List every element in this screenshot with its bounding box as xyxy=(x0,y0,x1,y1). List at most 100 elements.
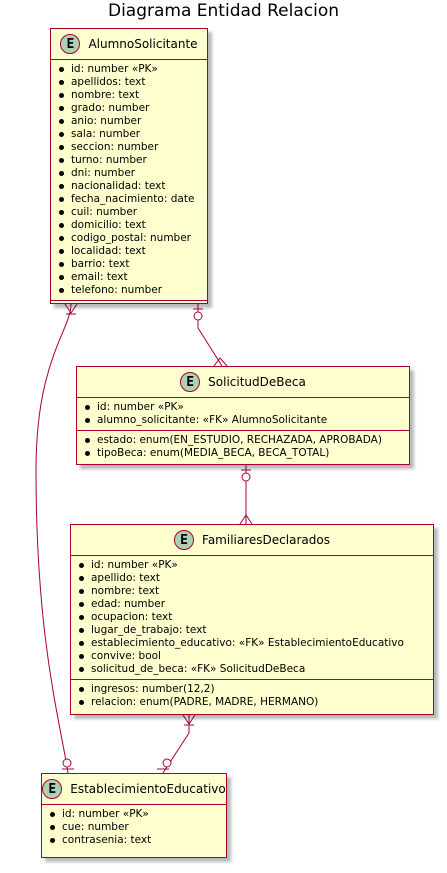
bullet-icon xyxy=(79,654,84,659)
bullet-icon xyxy=(59,249,64,254)
bullet-icon xyxy=(85,405,90,410)
bullet-icon xyxy=(59,236,64,241)
attribute-section: id: number «PK» cue: number contrasenia:… xyxy=(42,805,226,850)
attribute-text: id: number «PK» xyxy=(62,808,149,820)
bullet-icon xyxy=(79,576,84,581)
entity-icon: E xyxy=(60,34,81,54)
crows-foot-mark xyxy=(213,357,228,367)
bullet-icon xyxy=(79,589,84,594)
attribute-row: anio: number xyxy=(59,115,207,128)
attribute-row: seccion: number xyxy=(59,141,207,154)
entity-familiares-declarados[interactable]: E FamiliaresDeclarados id: number «PK» a… xyxy=(70,524,434,715)
attribute-text: telefono: number xyxy=(71,284,163,296)
attribute-section: ingresos: number(12,2) relacion: enum(PA… xyxy=(71,679,433,712)
bullet-icon xyxy=(79,602,84,607)
bullet-icon xyxy=(59,197,64,202)
attribute-text: email: text xyxy=(71,271,128,283)
bullet-icon xyxy=(79,563,84,568)
attribute-text: cuil: number xyxy=(71,206,138,218)
attribute-text: alumno_solicitante: «FK» AlumnoSolicitan… xyxy=(97,414,328,426)
bullet-icon xyxy=(59,184,64,189)
entity-name: SolicitudDeBeca xyxy=(208,375,306,389)
bullet-icon xyxy=(59,132,64,137)
bullet-icon xyxy=(59,288,64,293)
attribute-row: nombre: text xyxy=(59,89,207,102)
attribute-text: dni: number xyxy=(71,167,136,179)
crows-foot-mark xyxy=(64,303,78,314)
attribute-text: sala: number xyxy=(71,128,141,140)
zero-circle-mark xyxy=(193,311,203,321)
zero-circle-mark xyxy=(162,758,172,768)
relationship-line xyxy=(35,303,72,774)
entity-establecimiento-educativo[interactable]: E EstablecimientoEducativo id: number «P… xyxy=(41,773,227,858)
attribute-text: codigo_postal: number xyxy=(71,232,192,244)
entity-solicitud-de-beca[interactable]: E SolicitudDeBeca id: number «PK» alumno… xyxy=(76,366,410,465)
attribute-text: apellido: text xyxy=(91,572,160,584)
attribute-text: id: number «PK» xyxy=(71,63,158,75)
entity-name: FamiliaresDeclarados xyxy=(202,533,330,547)
attribute-text: anio: number xyxy=(71,115,142,127)
attribute-text: tipoBeca: enum(MEDIA_BECA, BECA_TOTAL) xyxy=(97,447,330,459)
attribute-row: cuil: number xyxy=(59,206,207,219)
entity-header: E SolicitudDeBeca xyxy=(77,367,409,398)
relationship-line xyxy=(197,304,223,367)
attribute-row: estado: enum(EN_ESTUDIO, RECHAZADA, APRO… xyxy=(85,434,409,447)
attribute-text: contrasenia: text xyxy=(62,834,152,846)
attribute-row: solicitud_de_beca: «FK» SolicitudDeBeca xyxy=(79,663,433,676)
bullet-icon xyxy=(50,825,55,830)
attribute-section: estado: enum(EN_ESTUDIO, RECHAZADA, APRO… xyxy=(77,430,409,463)
bullet-icon xyxy=(79,667,84,672)
attribute-row: nombre: text xyxy=(79,585,433,598)
attribute-text: fecha_nacimiento: date xyxy=(71,193,195,205)
zero-circle-mark xyxy=(62,758,72,768)
attribute-row: id: number «PK» xyxy=(79,559,433,572)
attribute-row: telefono: number xyxy=(59,284,207,297)
attribute-row: edad: number xyxy=(79,598,433,611)
attribute-row: id: number «PK» xyxy=(85,401,409,414)
attribute-text: lugar_de_trabajo: text xyxy=(91,624,207,636)
attribute-text: localidad: text xyxy=(71,245,146,257)
attribute-row: email: text xyxy=(59,271,207,284)
crows-foot-mark xyxy=(239,514,253,525)
attribute-text: id: number «PK» xyxy=(97,401,184,413)
attribute-text: cue: number xyxy=(62,821,129,833)
attribute-text: nombre: text xyxy=(91,585,160,597)
entity-alumno-solicitante[interactable]: E AlumnoSolicitante id: number «PK» apel… xyxy=(50,28,208,304)
attribute-row: turno: number xyxy=(59,154,207,167)
attribute-text: nacionalidad: text xyxy=(71,180,166,192)
attribute-row: grado: number xyxy=(59,102,207,115)
entity-header: E EstablecimientoEducativo xyxy=(42,774,226,805)
entity-icon: E xyxy=(180,372,201,392)
attribute-text: relacion: enum(PADRE, MADRE, HERMANO) xyxy=(91,696,319,708)
attribute-row: domicilio: text xyxy=(59,219,207,232)
bullet-icon xyxy=(85,418,90,423)
entity-icon: E xyxy=(174,530,195,550)
attribute-text: convive: bool xyxy=(91,650,161,662)
key-section: id: number «PK» alumno_solicitante: «FK»… xyxy=(77,398,409,430)
diagram-title: Diagrama Entidad Relacion xyxy=(107,1,339,21)
bullet-icon xyxy=(79,615,84,620)
attribute-row: id: number «PK» xyxy=(59,63,207,76)
entity-header: E AlumnoSolicitante xyxy=(51,29,207,60)
attribute-row: id: number «PK» xyxy=(50,808,226,821)
attribute-row: convive: bool xyxy=(79,650,433,663)
attribute-row: relacion: enum(PADRE, MADRE, HERMANO) xyxy=(79,696,433,709)
bullet-icon xyxy=(79,687,84,692)
bullet-icon xyxy=(59,93,64,98)
attribute-row: establecimiento_educativo: «FK» Establec… xyxy=(79,637,433,650)
attribute-text: domicilio: text xyxy=(71,219,146,231)
attribute-text: ingresos: number(12,2) xyxy=(91,683,215,695)
attribute-row: tipoBeca: enum(MEDIA_BECA, BECA_TOTAL) xyxy=(85,447,409,460)
entity-header: E FamiliaresDeclarados xyxy=(71,525,433,556)
attribute-text: id: number «PK» xyxy=(91,559,178,571)
bullet-icon xyxy=(59,145,64,150)
attribute-text: barrio: text xyxy=(71,258,130,270)
attribute-text: grado: number xyxy=(71,102,150,114)
bullet-icon xyxy=(59,106,64,111)
attribute-text: turno: number xyxy=(71,154,147,166)
bullet-icon xyxy=(85,451,90,456)
attribute-row: dni: number xyxy=(59,167,207,180)
bullet-icon xyxy=(85,438,90,443)
